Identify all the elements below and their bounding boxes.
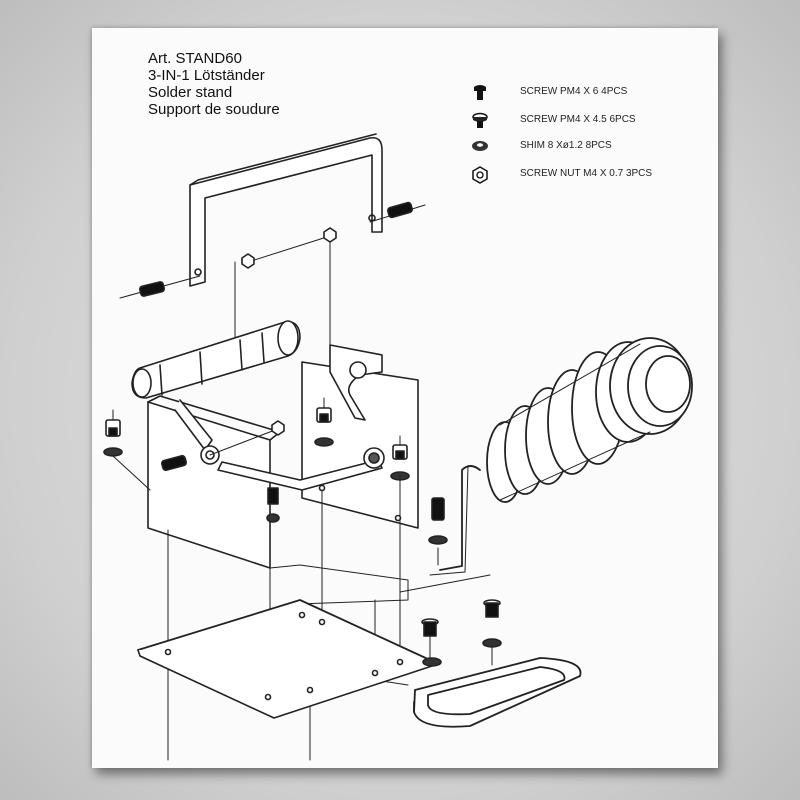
legend-label: SHIM 8 Xø1.2 8PCS — [520, 140, 612, 151]
cross-bar — [160, 420, 385, 491]
title-english: Solder stand — [148, 84, 233, 101]
legend-label: SCREW PM4 X 4.5 6PCS — [520, 114, 636, 125]
title-block: Art. STAND60 3-IN-1 Lötständer Solder st… — [148, 50, 280, 118]
legend-label: SCREW NUT M4 X 0.7 3PCS — [520, 168, 653, 179]
tray-screws — [421, 599, 502, 667]
mounting-screws — [103, 397, 448, 545]
hex-nut-icon — [472, 166, 488, 184]
roller-cylinder — [131, 320, 301, 399]
sponge-tray — [413, 657, 582, 728]
screw-head-icon — [474, 85, 486, 100]
title-german: 3-IN-1 Lötständer — [148, 67, 265, 84]
bracket-screws — [119, 201, 426, 299]
u-bracket-handle — [189, 133, 383, 287]
base-plate — [137, 599, 433, 719]
title-french: Support de soudure — [148, 101, 280, 118]
legend-label: SCREW PM4 X 6 4PCS — [520, 86, 628, 97]
coil-spring-holder — [429, 337, 693, 576]
article-number: Art. STAND60 — [148, 50, 242, 67]
shim-washer-icon — [472, 141, 488, 151]
right-side-plate — [301, 344, 419, 529]
short-screw-icon — [472, 112, 488, 128]
